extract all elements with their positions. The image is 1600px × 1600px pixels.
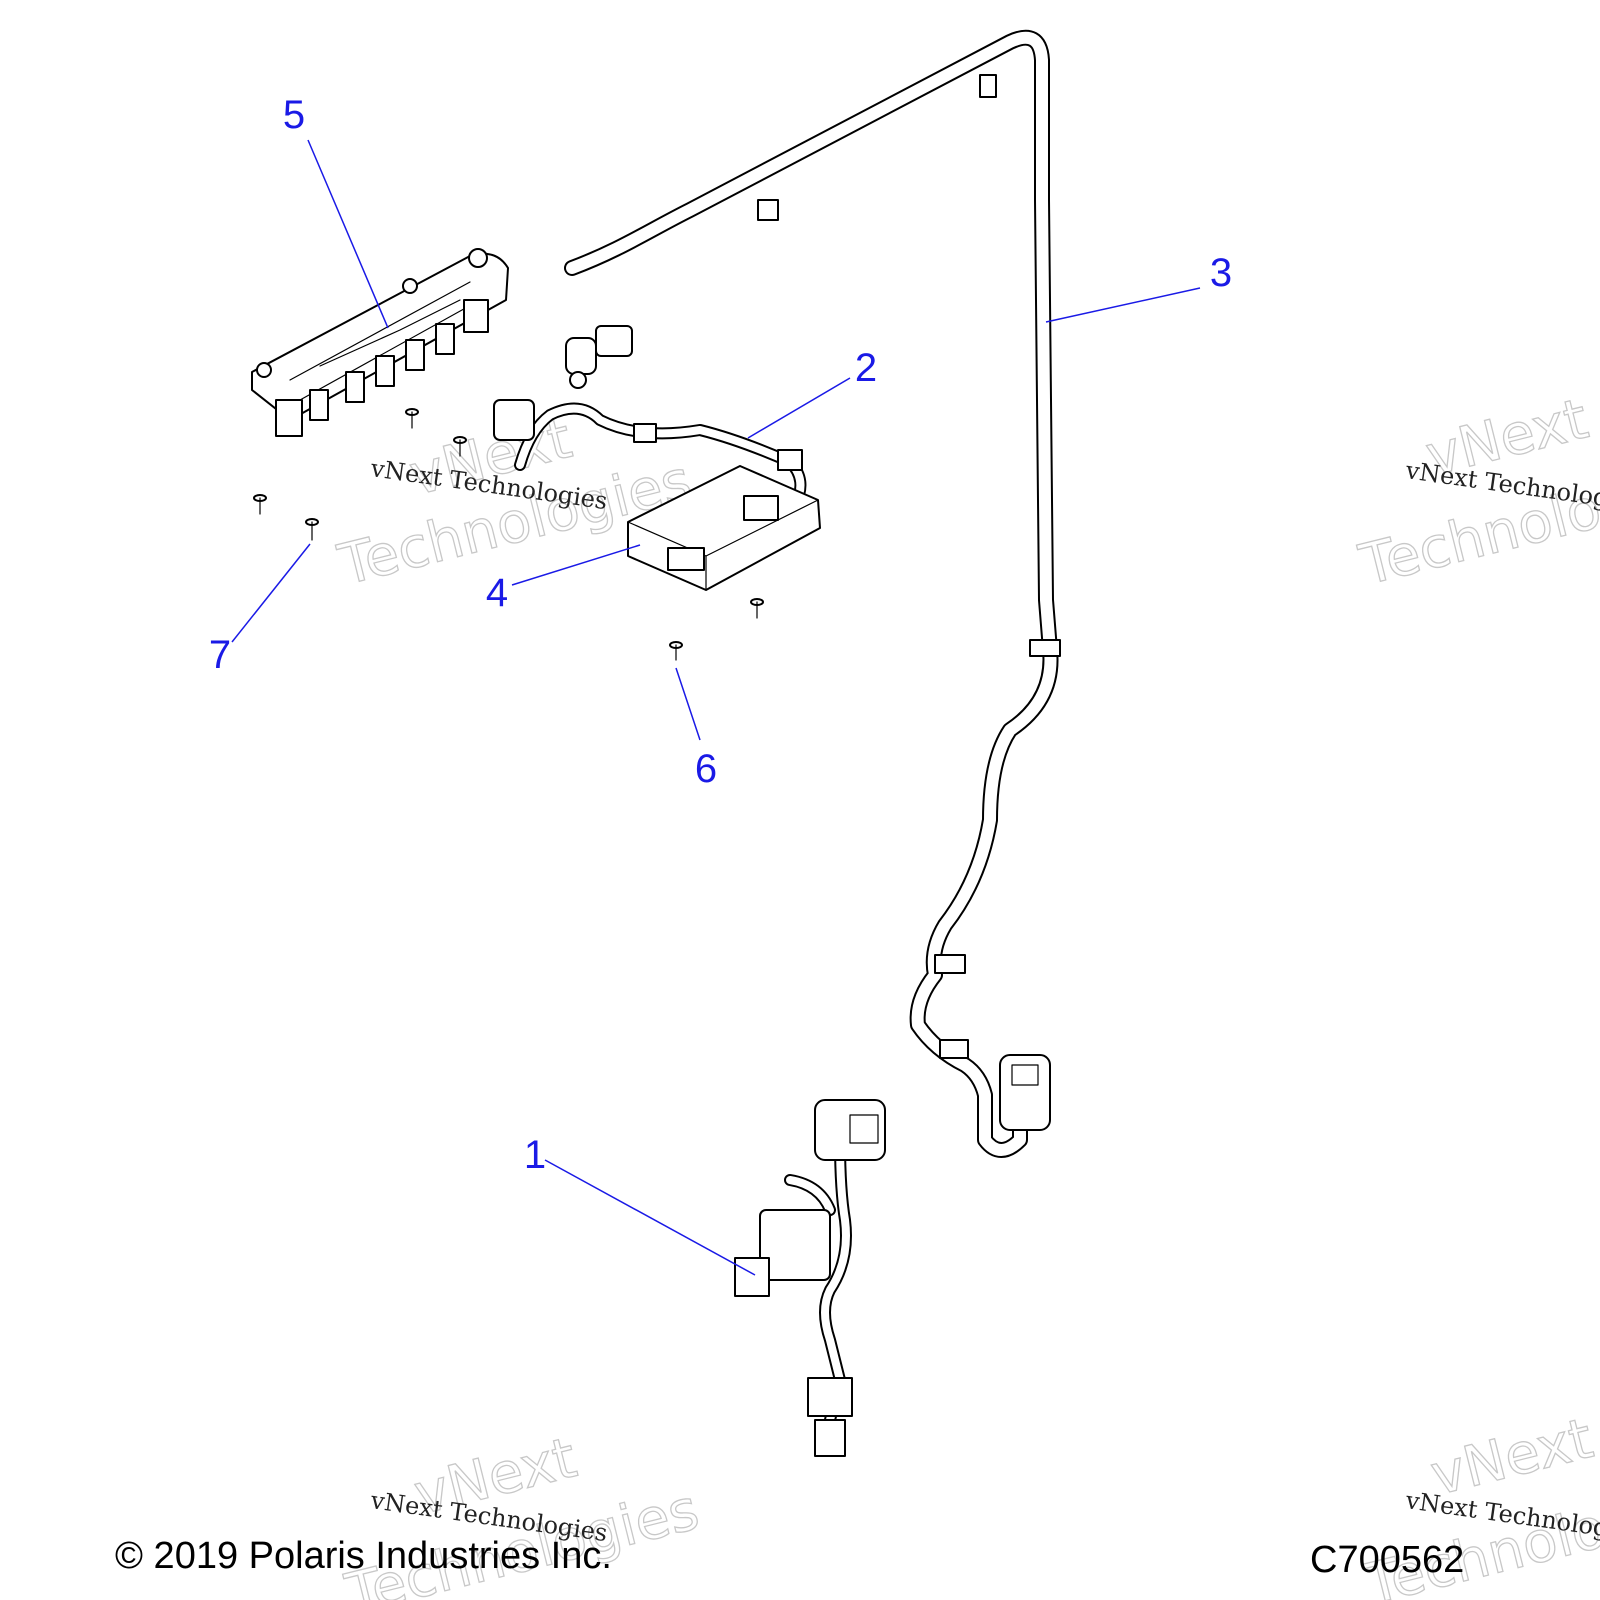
- inline-connector: [807, 1377, 853, 1417]
- harness-clip: [934, 954, 966, 974]
- callout-3: 3: [1210, 251, 1232, 295]
- bracket-tab: [463, 299, 489, 333]
- module-connector: [743, 495, 779, 521]
- bracket-hole: [256, 362, 272, 378]
- leader-4: [511, 544, 641, 586]
- ring-terminal: [569, 371, 587, 389]
- ring-terminal-connector: [565, 337, 597, 375]
- connector-detail: [849, 1114, 879, 1144]
- bracket-hole: [402, 278, 418, 294]
- screw-icon: [750, 598, 764, 619]
- callout-4: 4: [486, 571, 508, 615]
- sensor-plug: [734, 1257, 770, 1297]
- module-connector: [667, 547, 705, 571]
- part-5-bracket: [251, 248, 509, 437]
- leader-6: [675, 667, 701, 741]
- harness-clip: [757, 199, 779, 221]
- part-4-module: [627, 465, 821, 591]
- inline-connector: [814, 1419, 846, 1457]
- part-2-sub-harness: [493, 399, 807, 511]
- harness-band: [1029, 639, 1061, 657]
- bracket-hole: [468, 248, 488, 268]
- harness-clip: [939, 1039, 969, 1059]
- sensor-body: [759, 1209, 831, 1281]
- screw-icon: [253, 494, 267, 515]
- bracket-tab: [405, 339, 425, 371]
- part-3-main-harness: [564, 29, 1061, 1158]
- harness-end-connector: [999, 1054, 1051, 1131]
- harness-clip: [633, 423, 657, 443]
- leader-2: [747, 377, 851, 439]
- copyright-text: © 2019 Polaris Industries Inc.: [115, 1535, 612, 1577]
- callout-5: 5: [283, 93, 305, 137]
- part-1-sensor-assembly: [734, 1099, 886, 1457]
- harness-2-connector: [493, 399, 535, 441]
- leader-lines: [231, 139, 1201, 1276]
- callout-7: 7: [209, 633, 231, 677]
- part-6-screws: [669, 598, 764, 661]
- part-7-screws: [253, 408, 467, 541]
- figure-id: C700562: [1310, 1539, 1464, 1581]
- screw-icon: [453, 436, 467, 457]
- connector-detail: [1011, 1064, 1039, 1086]
- bracket-body: [251, 252, 509, 421]
- harness-plug: [595, 325, 633, 357]
- bracket-tab: [345, 371, 365, 403]
- bracket-tab: [435, 323, 455, 355]
- bracket-tab: [309, 389, 329, 421]
- screw-icon: [405, 408, 419, 429]
- bracket-tab: [275, 399, 303, 437]
- harness-clip: [777, 449, 803, 471]
- callout-1: 1: [524, 1133, 546, 1177]
- screw-icon: [669, 641, 683, 661]
- leader-5: [307, 139, 389, 329]
- leader-1: [544, 1159, 756, 1276]
- screw-icon: [305, 518, 319, 541]
- harness-clip: [979, 74, 997, 98]
- bracket-ribs: [289, 281, 481, 401]
- bracket-tab: [375, 355, 395, 387]
- callout-6: 6: [695, 747, 717, 791]
- leader-7: [231, 543, 311, 643]
- leader-3: [1045, 287, 1201, 323]
- callout-2: 2: [855, 346, 877, 390]
